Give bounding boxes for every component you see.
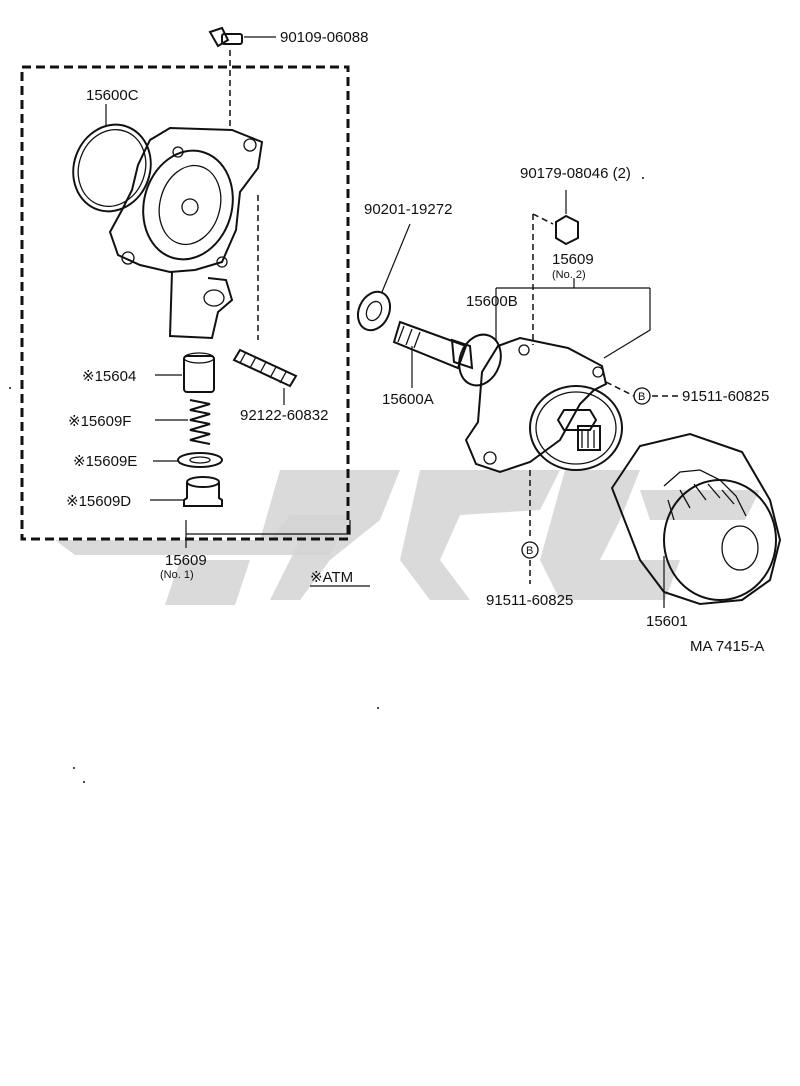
label-15600b: 15600B — [466, 293, 518, 310]
spring-15609f — [155, 399, 211, 445]
gasket-15609e — [153, 452, 223, 468]
label-92122: 92122-60832 — [240, 407, 328, 424]
piston-15604 — [155, 352, 215, 393]
diagram-code: MA 7415-A — [690, 638, 764, 655]
nut-90179 — [532, 190, 579, 345]
label-15609-no2-sub: (No. 2) — [552, 269, 586, 281]
atm-note: ※ATM — [310, 569, 353, 586]
speck-3 — [73, 767, 75, 769]
pipe-15600a — [392, 320, 474, 388]
marker-b-lower: B — [521, 470, 539, 584]
label-15600a: 15600A — [382, 391, 434, 408]
speck-5 — [377, 707, 379, 709]
label-15609f: ※15609F — [68, 413, 131, 430]
speck-4 — [83, 781, 85, 783]
label-15609-no1: 15609 — [165, 552, 207, 569]
union-bolt-90109 — [208, 26, 276, 128]
plug-15609d — [150, 476, 223, 507]
label-90109: 90109-06088 — [280, 29, 368, 46]
label-15601: 15601 — [646, 613, 688, 630]
stud-92122 — [232, 348, 298, 405]
oil-filter-15601 — [610, 432, 782, 608]
marker-b-lower-text: B — [526, 545, 533, 557]
label-15609e: ※15609E — [73, 453, 137, 470]
label-90179: 90179-08046 (2) — [520, 165, 631, 182]
label-91511-lower: 91511-60825 — [486, 592, 573, 609]
bracket-15609-no1 — [185, 520, 351, 548]
label-91511-upper: 91511-60825 — [682, 388, 769, 405]
bracket-15609-no2 — [495, 278, 651, 359]
label-15600c: 15600C — [86, 87, 139, 104]
relief-valve-housing — [108, 126, 264, 340]
assembly-boundary-box — [20, 65, 350, 541]
label-90201: 90201-19272 — [364, 201, 452, 218]
label-15609d: ※15609D — [66, 493, 131, 510]
marker-b-upper: B — [605, 381, 678, 405]
oring-15600c — [72, 104, 152, 213]
oil-filter-bracket — [458, 333, 623, 474]
washer-90201 — [356, 223, 411, 332]
label-15604: ※15604 — [82, 368, 136, 385]
speck-2 — [9, 387, 11, 389]
speck-1 — [642, 177, 644, 179]
marker-b-upper-text: B — [638, 391, 645, 403]
label-15609-no1-sub: (No. 1) — [160, 569, 194, 581]
label-15609-no2: 15609 — [552, 251, 594, 268]
